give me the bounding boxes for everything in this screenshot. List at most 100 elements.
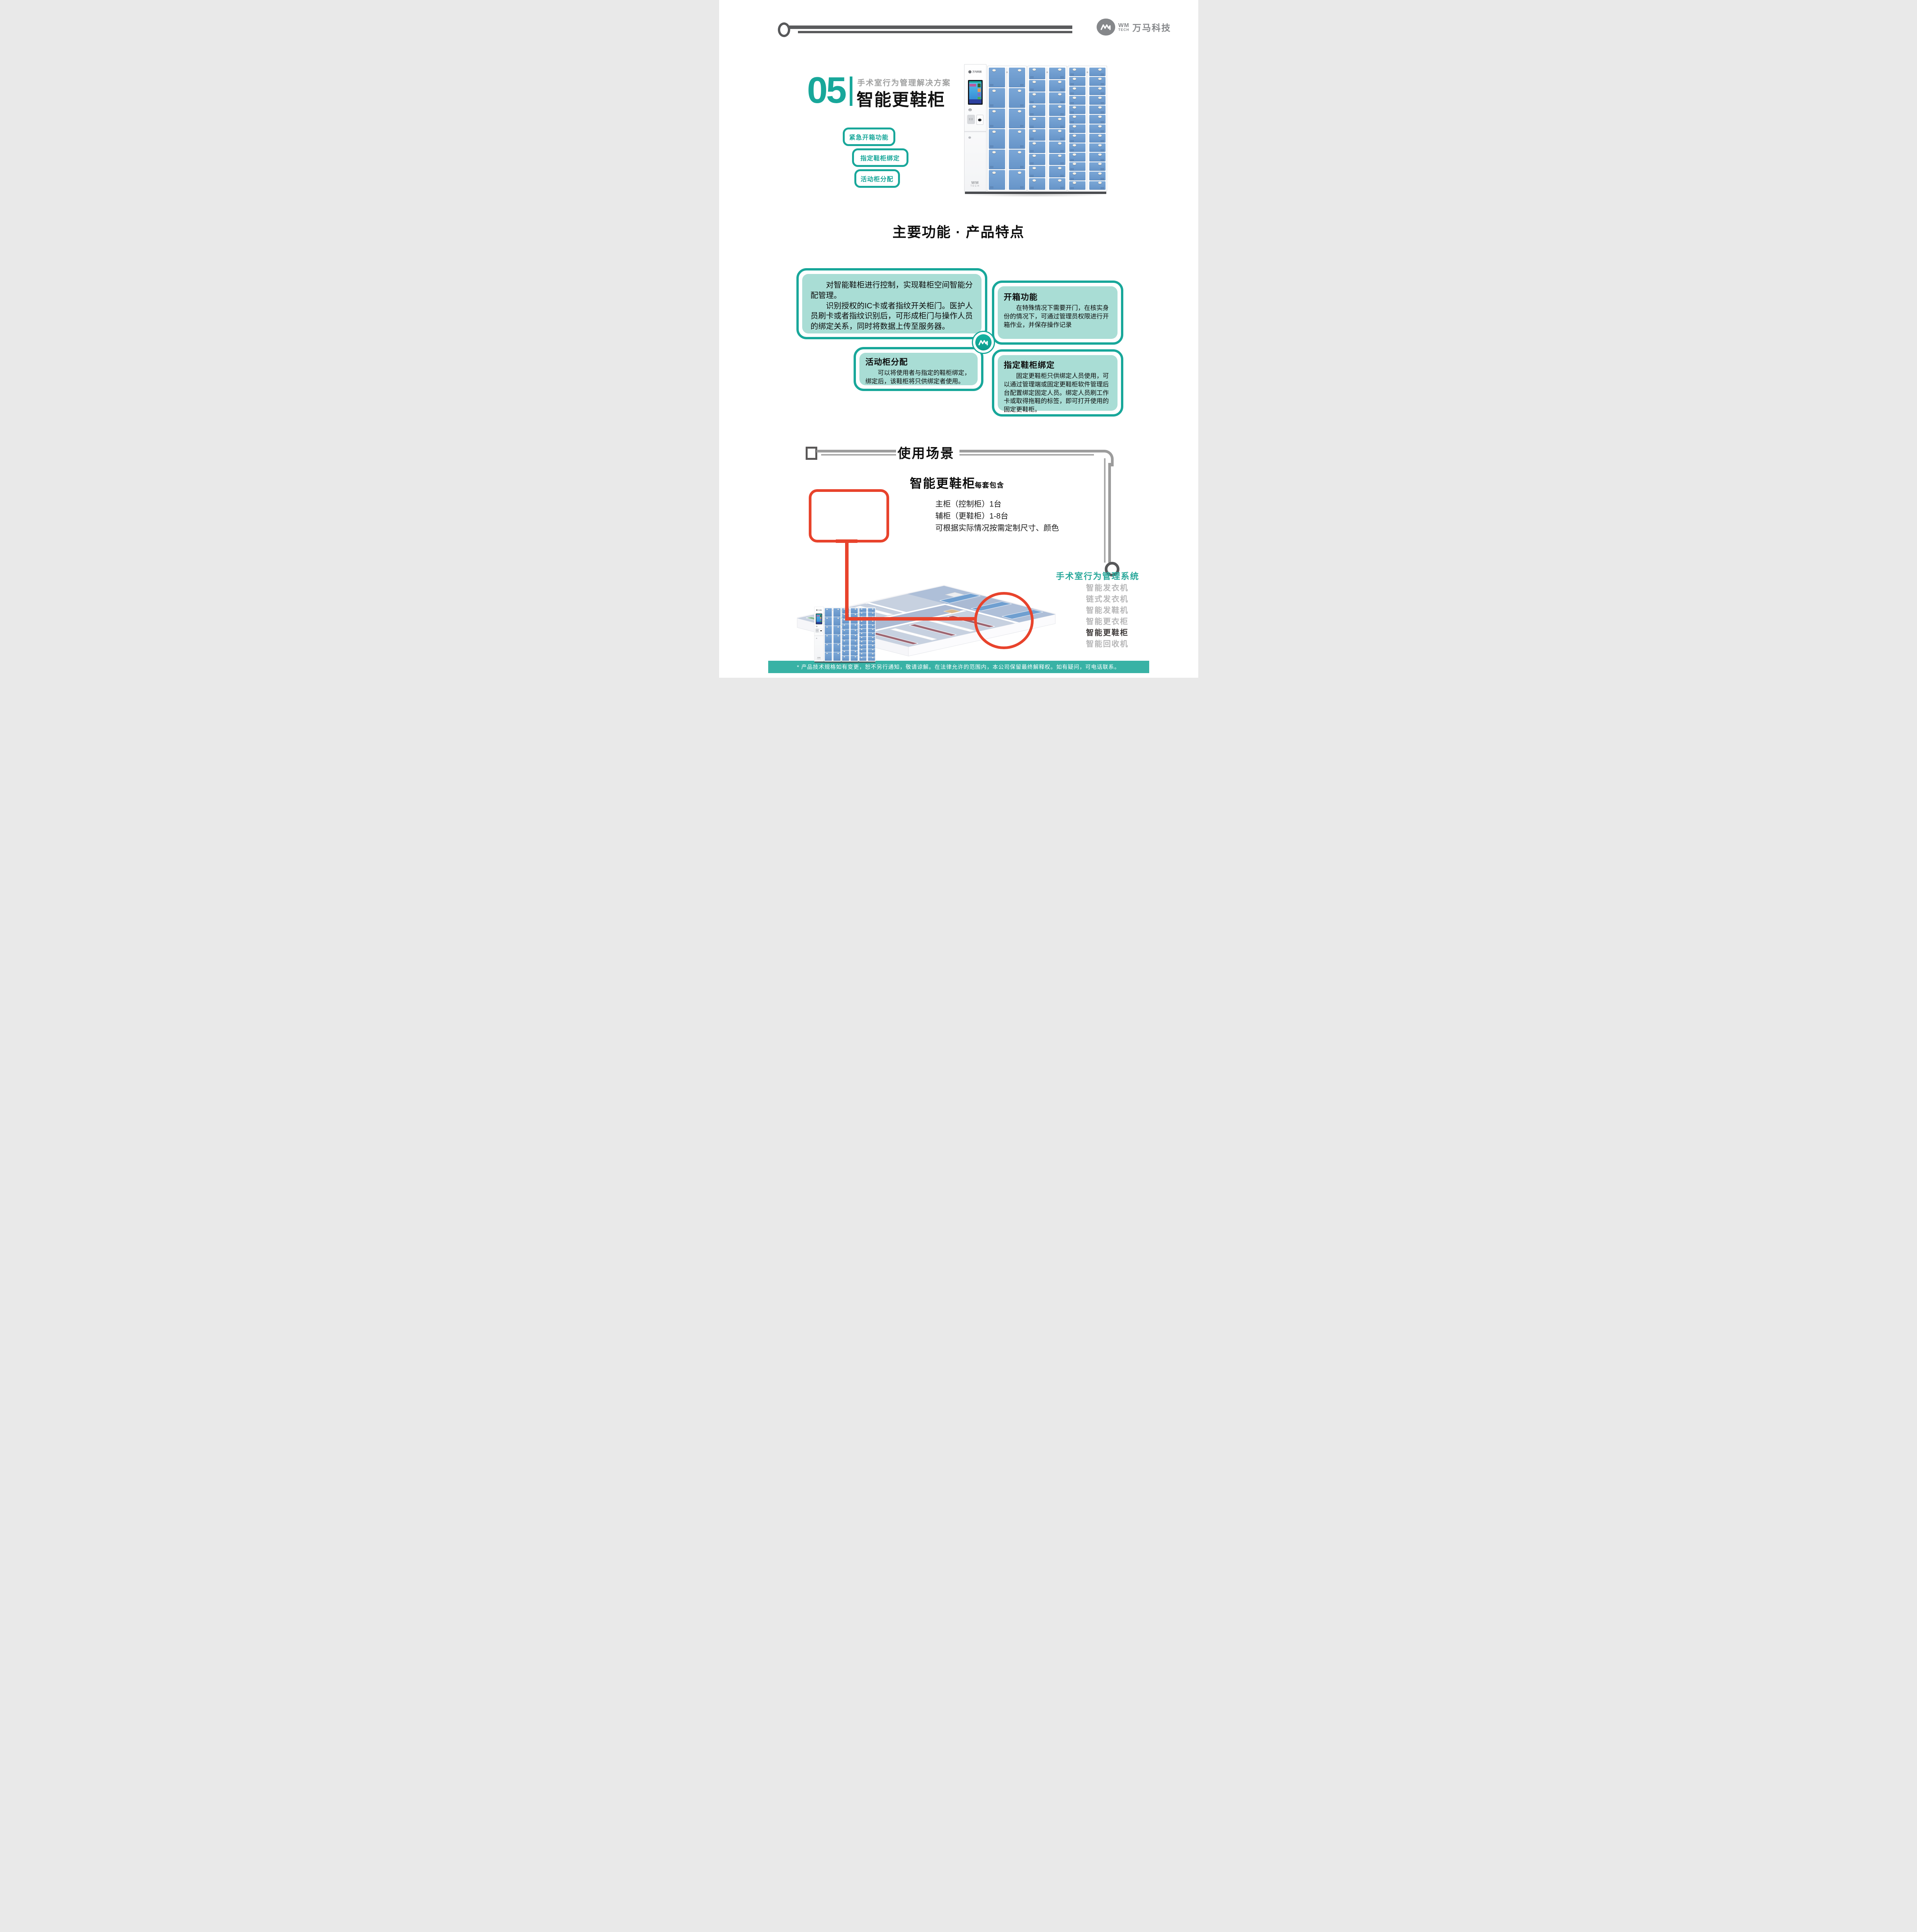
door-vents: [1030, 113, 1034, 116]
locker-door: [867, 649, 875, 653]
door-handle: [826, 635, 828, 636]
door-handle: [1098, 182, 1102, 184]
door-vents: [1060, 174, 1064, 177]
door-handle: [1098, 163, 1102, 165]
door-handle: [1058, 167, 1062, 169]
door-vents: [1060, 150, 1064, 153]
locker-shadow: [961, 192, 1109, 197]
wm-logo-icon: [1096, 19, 1115, 36]
feature-pill-assigned-binding: 指定鞋柜绑定: [852, 148, 908, 167]
usage-rule-left-thin: [821, 454, 896, 456]
locker-door: [825, 634, 832, 643]
door-vents: [1101, 177, 1104, 180]
door-handle: [843, 651, 845, 652]
locker-door: [850, 634, 858, 640]
connector-vertical-red: [845, 539, 849, 621]
door-handle: [1058, 142, 1062, 145]
door-handle: [837, 644, 839, 645]
door-handle: [872, 645, 873, 646]
door-vents: [1060, 187, 1064, 189]
usage-rule-right-thick: [959, 450, 1102, 452]
door-vents: [859, 631, 861, 632]
door-vents: [1070, 187, 1074, 189]
door-vents: [1070, 130, 1074, 133]
door-handle: [1098, 87, 1102, 90]
door-vents: [1060, 100, 1064, 103]
locker-door: [988, 150, 1005, 169]
page-title: 智能更鞋柜: [856, 90, 946, 109]
door-vents: [842, 633, 844, 634]
door-handle: [1098, 144, 1102, 146]
door-handle: [861, 633, 862, 634]
cabinet-keyhole-lower: [816, 638, 817, 639]
door-handle: [1072, 125, 1076, 128]
door-handle: [1058, 81, 1062, 83]
door-vents: [842, 649, 844, 650]
door-vents: [1070, 111, 1074, 114]
door-vents: [838, 650, 840, 652]
door-vents: [873, 655, 874, 657]
locker-door: [1089, 124, 1106, 133]
locker-base: [964, 192, 1106, 194]
door-handle: [992, 172, 996, 174]
door-handle: [861, 645, 862, 646]
locker-door: [859, 624, 866, 628]
door-handle: [843, 624, 845, 626]
feature-box-allocation-title: 活动柜分配: [865, 358, 908, 367]
door-vents: [842, 638, 844, 639]
door-handle: [843, 645, 845, 647]
door-handle: [854, 609, 856, 610]
door-handle: [861, 657, 862, 658]
door-handle: [1018, 69, 1022, 72]
locker-door: [1049, 92, 1065, 104]
locker-door: [1029, 80, 1045, 92]
locker-door: [1049, 153, 1065, 165]
door-handle: [837, 635, 839, 636]
door-handle: [1032, 105, 1036, 108]
door-vents: [859, 651, 861, 653]
system-product-list: 智能发衣机 链式发衣机 智能发鞋机 智能更衣柜 智能更鞋柜 智能回收机: [1036, 583, 1129, 650]
company-name: 万马科技: [1132, 23, 1171, 33]
door-handle: [992, 131, 996, 133]
door-handle: [1058, 130, 1062, 133]
cabinet-brand: 万马科技: [964, 70, 986, 73]
locker-stile: [849, 608, 850, 661]
system-item-wardrobe: 智能更衣柜: [1086, 617, 1129, 626]
door-handle: [1072, 116, 1076, 118]
door-handle: [1072, 153, 1076, 156]
door-handle: [1018, 172, 1022, 174]
door-handle: [826, 644, 828, 645]
logo-wm-text: WM: [1118, 22, 1129, 29]
door-vents: [842, 643, 844, 645]
locker-door: [1089, 68, 1106, 77]
locker-door: [825, 617, 832, 626]
door-vents: [1101, 187, 1104, 189]
locker-door: [1029, 117, 1045, 128]
cabinet-divider: [964, 131, 986, 132]
door-handle: [1098, 97, 1102, 99]
door-vents: [1030, 100, 1034, 103]
locker-door: [1049, 129, 1065, 141]
door-handle: [837, 609, 839, 610]
door-handle: [1058, 105, 1062, 108]
door-vents: [825, 641, 827, 643]
door-handle: [872, 621, 873, 622]
locker-door: [1009, 88, 1025, 108]
door-vents: [1101, 92, 1104, 95]
locker-door: [842, 629, 849, 634]
locker-door: [825, 608, 832, 617]
door-vents: [838, 633, 840, 634]
door-vents: [1060, 125, 1064, 128]
include-item-aux-cabinet: 辅柜（更鞋柜）1-8台: [935, 512, 1009, 520]
door-vents: [859, 639, 861, 641]
locker-door: [1089, 96, 1106, 105]
door-vents: [1101, 121, 1104, 123]
door-handle: [854, 656, 856, 657]
locker-door: [867, 608, 875, 612]
locker-door: [859, 628, 866, 633]
door-vents: [855, 643, 857, 645]
door-vents: [1070, 168, 1074, 171]
door-vents: [873, 611, 874, 612]
door-handle: [854, 614, 856, 615]
door-vents: [1070, 121, 1074, 123]
